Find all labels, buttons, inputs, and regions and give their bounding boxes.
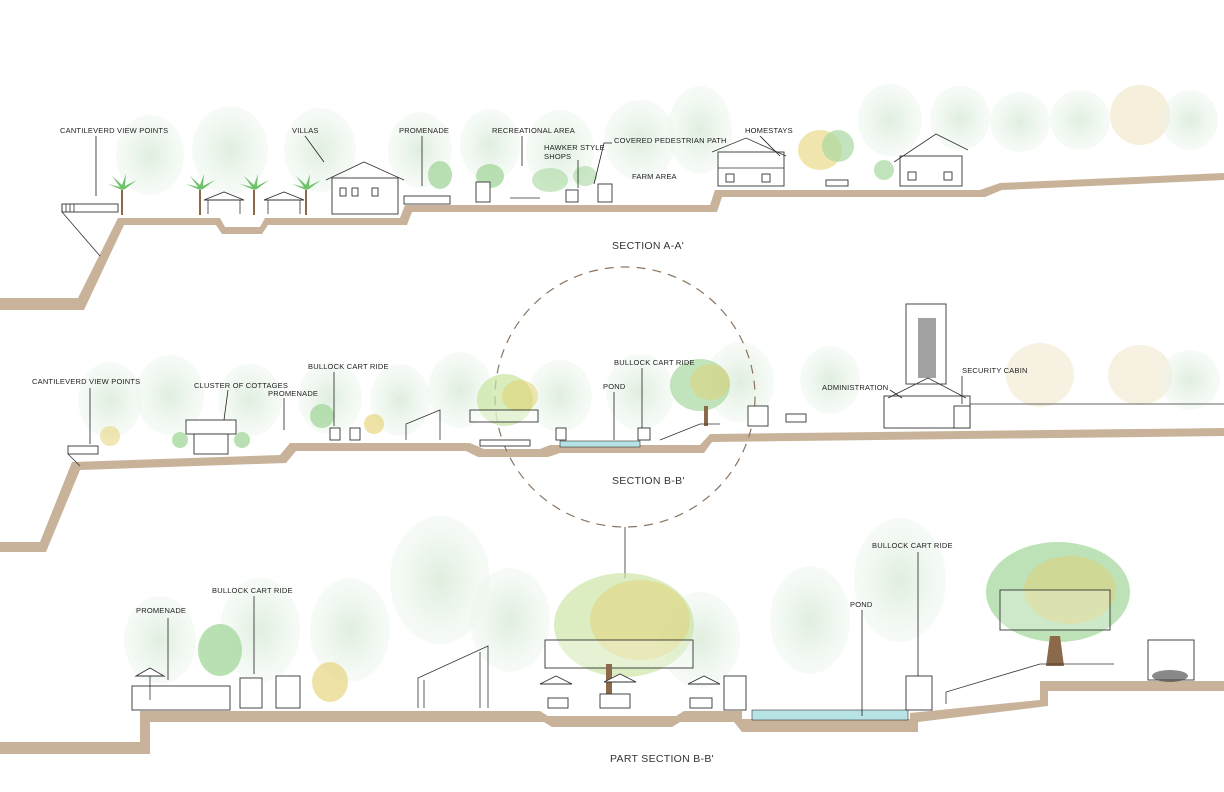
label-promenade-part: PROMENADE: [136, 606, 186, 615]
label-covered-pedestrian-path: COVERED PEDESTRIAN PATH: [614, 136, 727, 145]
cantilever-viewpoint-a: [61, 203, 119, 257]
pond-b: [559, 427, 651, 448]
label-cantilever-a: CANTILEVERD VIEW POINTS: [60, 126, 168, 135]
section-b-ground: [0, 428, 1224, 552]
promenade-part: [131, 624, 348, 711]
part-section-background-trees: [124, 516, 946, 688]
gazebos-a: [203, 191, 305, 214]
label-hawker-line-1: HAWKER STYLE: [544, 143, 605, 152]
central-plaza-part: [539, 573, 747, 711]
cantilever-viewpoint-b: [67, 445, 99, 467]
administration-building: [883, 303, 1224, 429]
label-pond-b: POND: [603, 382, 626, 391]
section-b-title: SECTION B-B': [612, 475, 685, 487]
part-section-ground: [0, 681, 1224, 754]
section-a-title: SECTION A-A': [612, 240, 684, 252]
part-section-labels: PROMENADE BULLOCK CART RIDE POND BULLOCK…: [136, 541, 953, 716]
tree-platform-part: [945, 542, 1195, 704]
label-bullock-cart-ride-part1: BULLOCK CART RIDE: [212, 586, 293, 595]
label-promenade-a: PROMENADE: [399, 126, 449, 135]
pergola-part: [417, 645, 489, 708]
section-b: CANTILEVERD VIEW POINTS CLUSTER OF COTTA…: [0, 266, 1224, 578]
section-b-background-trees: [78, 342, 1220, 438]
promenade-a: [403, 161, 452, 205]
palm-trees-a: [108, 174, 321, 215]
pond-part: [751, 675, 933, 721]
label-cantilever-b: CANTILEVERD VIEW POINTS: [32, 377, 140, 386]
label-administration: ADMINISTRATION: [822, 383, 888, 392]
bullock-area-b: [659, 359, 807, 441]
homestays-a: [711, 130, 969, 187]
promenade-b: [310, 404, 441, 441]
label-bullock-cart-ride-b2: BULLOCK CART RIDE: [614, 358, 695, 367]
label-cluster-of-cottages: CLUSTER OF COTTAGES: [194, 381, 288, 390]
label-homestays: HOMESTAYS: [745, 126, 793, 135]
label-security-cabin: SECURITY CABIN: [962, 366, 1028, 375]
plaza-b: [469, 374, 567, 447]
label-villas: VILLAS: [292, 126, 319, 135]
part-section-b: PROMENADE BULLOCK CART RIDE POND BULLOCK…: [0, 516, 1224, 765]
label-bullock-cart-ride-b1: BULLOCK CART RIDE: [308, 362, 389, 371]
label-bullock-cart-ride-part2: BULLOCK CART RIDE: [872, 541, 953, 550]
label-hawker-line-2: SHOPS: [544, 152, 571, 161]
label-pond-part: POND: [850, 600, 873, 609]
villa-building: [325, 161, 405, 215]
section-b-labels: CANTILEVERD VIEW POINTS CLUSTER OF COTTA…: [32, 358, 1028, 444]
recreational-area-a: [475, 164, 613, 203]
label-promenade-b: PROMENADE: [268, 389, 318, 398]
label-recreational-area: RECREATIONAL AREA: [492, 126, 575, 135]
section-a: CANTILEVERD VIEW POINTS VILLAS PROMENADE…: [0, 84, 1224, 310]
section-a-labels: CANTILEVERD VIEW POINTS VILLAS PROMENADE…: [60, 126, 793, 196]
section-a-background-trees: [116, 84, 1218, 195]
part-section-title: PART SECTION B-B': [610, 753, 714, 765]
label-farm-area: FARM AREA: [632, 172, 677, 181]
cottage-b: [100, 419, 250, 455]
